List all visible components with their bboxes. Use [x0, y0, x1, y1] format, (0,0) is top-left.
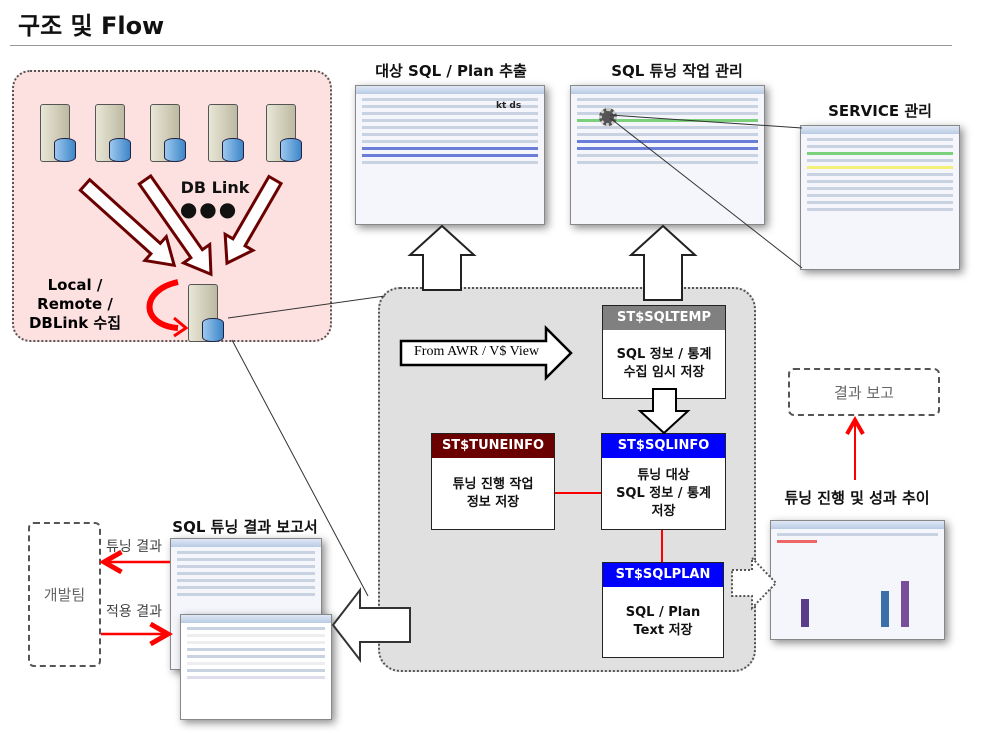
db-link-arrows — [78, 173, 284, 277]
extract-label: 대상 SQL / Plan 추출 — [375, 62, 527, 80]
table-desc: SQL / Plan Text 저장 — [625, 605, 701, 638]
from-awr-label: From AWR / V$ View — [414, 344, 540, 359]
report-arrow — [331, 587, 411, 663]
down-arrow — [637, 388, 691, 435]
page-title: 구조 및 Flow — [18, 12, 165, 40]
up-arrow — [628, 224, 698, 301]
more-dots: ●●● — [179, 197, 239, 221]
apply-result-label: 적용 결과 — [106, 604, 162, 620]
database-server-icon — [188, 280, 228, 344]
kt-ds-logo: kt ds — [496, 101, 522, 111]
service-label: SERVICE 관리 — [828, 102, 932, 120]
table-name: ST$SQLPLAN — [603, 563, 723, 587]
db-link-label: DB Link — [180, 178, 250, 197]
link-line — [227, 295, 386, 319]
report-screenshot-2 — [180, 614, 332, 720]
table-name: ST$SQLTEMP — [603, 306, 725, 330]
dev-team-box: 개발팀 — [28, 522, 101, 667]
table-desc: SQL 정보 / 통계 수집 임시 저장 — [616, 347, 712, 380]
table-desc: 튜닝 진행 작업 정보 저장 — [452, 476, 534, 510]
table-desc: 튜닝 대상 SQL 정보 / 통계 저장 — [616, 467, 711, 519]
database-server-icon — [266, 100, 306, 164]
link-line — [609, 114, 803, 129]
up-arrow — [407, 224, 477, 291]
service-screenshot — [800, 125, 960, 270]
local-collect-arrow — [146, 279, 179, 331]
table-name: ST$TUNEINFO — [432, 434, 554, 458]
table-name: ST$SQLINFO — [602, 434, 725, 458]
from-awr-arrow — [399, 324, 573, 382]
to-trend-arrow — [731, 555, 778, 611]
extract-screenshot: kt ds — [355, 85, 545, 225]
table-sqltemp: ST$SQLTEMP SQL 정보 / 통계 수집 임시 저장 — [602, 305, 726, 399]
report-label: SQL 튜닝 결과 보고서 — [172, 518, 318, 536]
link-line — [231, 339, 369, 597]
table-sqlplan: ST$SQLPLAN SQL / Plan Text 저장 — [602, 562, 724, 658]
title-divider — [10, 45, 952, 46]
link-line — [609, 117, 803, 269]
trend-label: 튜닝 진행 및 성과 추이 — [784, 489, 930, 507]
table-tuneinfo: ST$TUNEINFO 튜닝 진행 작업 정보 저장 — [431, 433, 555, 530]
manage-label: SQL 튜닝 작업 관리 — [611, 62, 743, 80]
database-server-icon — [95, 100, 135, 164]
database-server-icon — [150, 100, 190, 164]
database-server-icon — [40, 100, 80, 164]
result-report-box: 결과 보고 — [788, 368, 940, 416]
database-server-icon — [208, 100, 248, 164]
trend-screenshot — [770, 520, 945, 640]
gear-icon — [599, 108, 617, 126]
collect-label: Local / Remote / DBLink 수집 — [28, 276, 122, 332]
table-sqlinfo: ST$SQLINFO 튜닝 대상 SQL 정보 / 통계 저장 — [601, 433, 726, 530]
